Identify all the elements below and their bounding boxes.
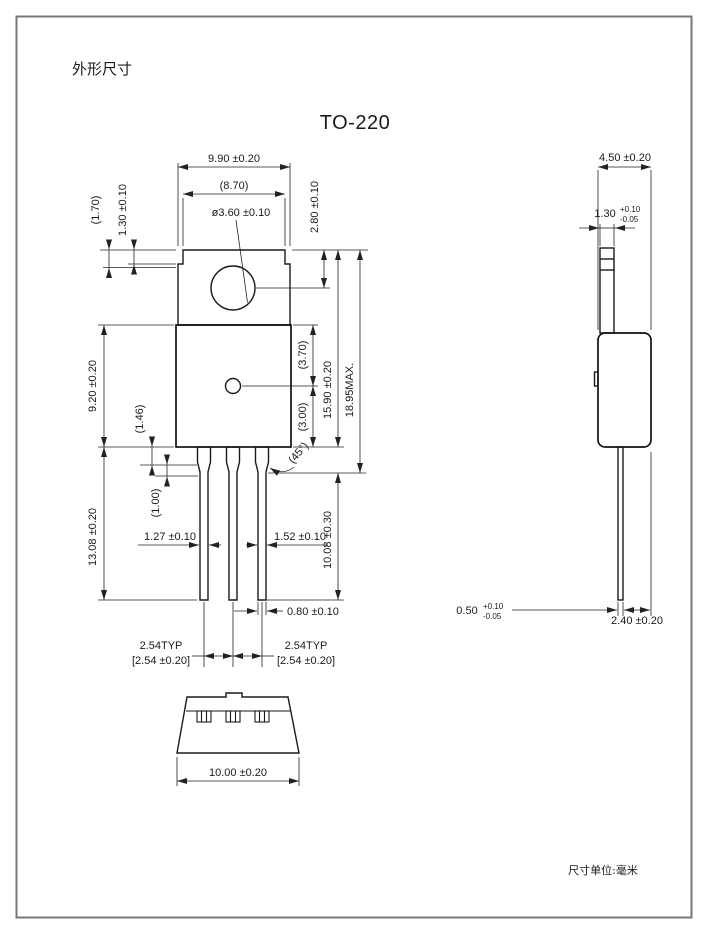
dim-pitch-right-typ: 2.54TYP [285,640,328,652]
dim-lead-width-left: 1.27 ±0.10 [144,531,196,543]
side-view-dimensions: 4.50 ±0.20 1.30 +0.10 -0.05 0.50 +0.10 -… [456,152,663,627]
dim-pitch-right-tol: [2.54 ±0.20] [277,655,335,667]
dim-tab-thickness-minus: -0.05 [620,215,639,224]
bottom-view-pin-center [225,710,241,723]
side-view [593,247,652,601]
dim-lower-ref: (3.00) [297,403,309,432]
body-dimple [224,377,242,395]
front-view [175,249,292,601]
dim-step-height: 1.30 ±0.10 [117,184,129,236]
side-body-boss [593,371,599,387]
bottom-view: 10.00 ±0.20 [176,692,300,786]
dim-pitch-left-typ: 2.54TYP [140,640,183,652]
mounting-hole [210,265,256,311]
dim-neck-ref: (1.00) [150,489,162,518]
dim-bottom-width: 10.00 ±0.20 [209,767,267,779]
dim-inner-width: (8.70) [220,180,249,192]
dim-top-to-hole: 2.80 ±0.10 [309,181,321,233]
page-border [15,15,693,919]
dim-lead-thickness-minus: -0.05 [483,612,502,621]
dim-lead-thickness: 0.50 [456,605,477,617]
bottom-view-pin-left [196,710,212,723]
dim-shoulder-ref: (1.46) [134,405,146,434]
dim-lead-thickness-plus: +0.10 [483,602,504,611]
dim-upper-ref: (3.70) [297,341,309,370]
dim-pitch-left-tol: [2.54 ±0.20] [132,655,190,667]
dim-tab-body-height: 15.90 ±0.20 [322,361,334,419]
bottom-view-pin-right [254,710,270,723]
dim-lead-width-right: 1.52 ±0.10 [274,531,326,543]
side-body-outline [597,332,652,448]
dim-hole-diameter: ø3.60 ±0.10 [212,207,271,219]
dim-lead-length: 13.08 ±0.20 [87,508,99,566]
chamfer-leader-arc [269,466,295,476]
dim-top-width: 9.90 ±0.20 [208,153,260,165]
dim-lead-free-length: 10.08 ±0.30 [322,511,334,569]
dim-tab-thickness-plus: +0.10 [620,205,641,214]
dim-step-ref: (1.70) [90,196,102,225]
lead-center [225,446,241,601]
package-name-title: TO-220 [320,112,390,134]
dim-tab-thickness: 1.30 [594,208,615,220]
bottom-view-outline [176,692,300,754]
dim-lead-tip-width: 0.80 ±0.10 [287,606,339,618]
side-lead [617,446,624,601]
front-view-dimensions: 9.90 ±0.20 (8.70) ø3.60 ±0.10 2.80 ±0.10… [87,153,368,667]
lead-left [196,446,212,601]
dim-body-height: 9.20 ±0.20 [87,360,99,412]
dim-depth: 4.50 ±0.20 [599,152,651,164]
unit-note: 尺寸单位:毫米 [568,863,638,877]
hole-leader-line [235,219,248,303]
page-title: 外形尺寸 [72,60,132,78]
dim-overall-height: 18.95MAX. [344,363,356,417]
dim-lead-to-back: 2.40 ±0.20 [611,615,663,627]
